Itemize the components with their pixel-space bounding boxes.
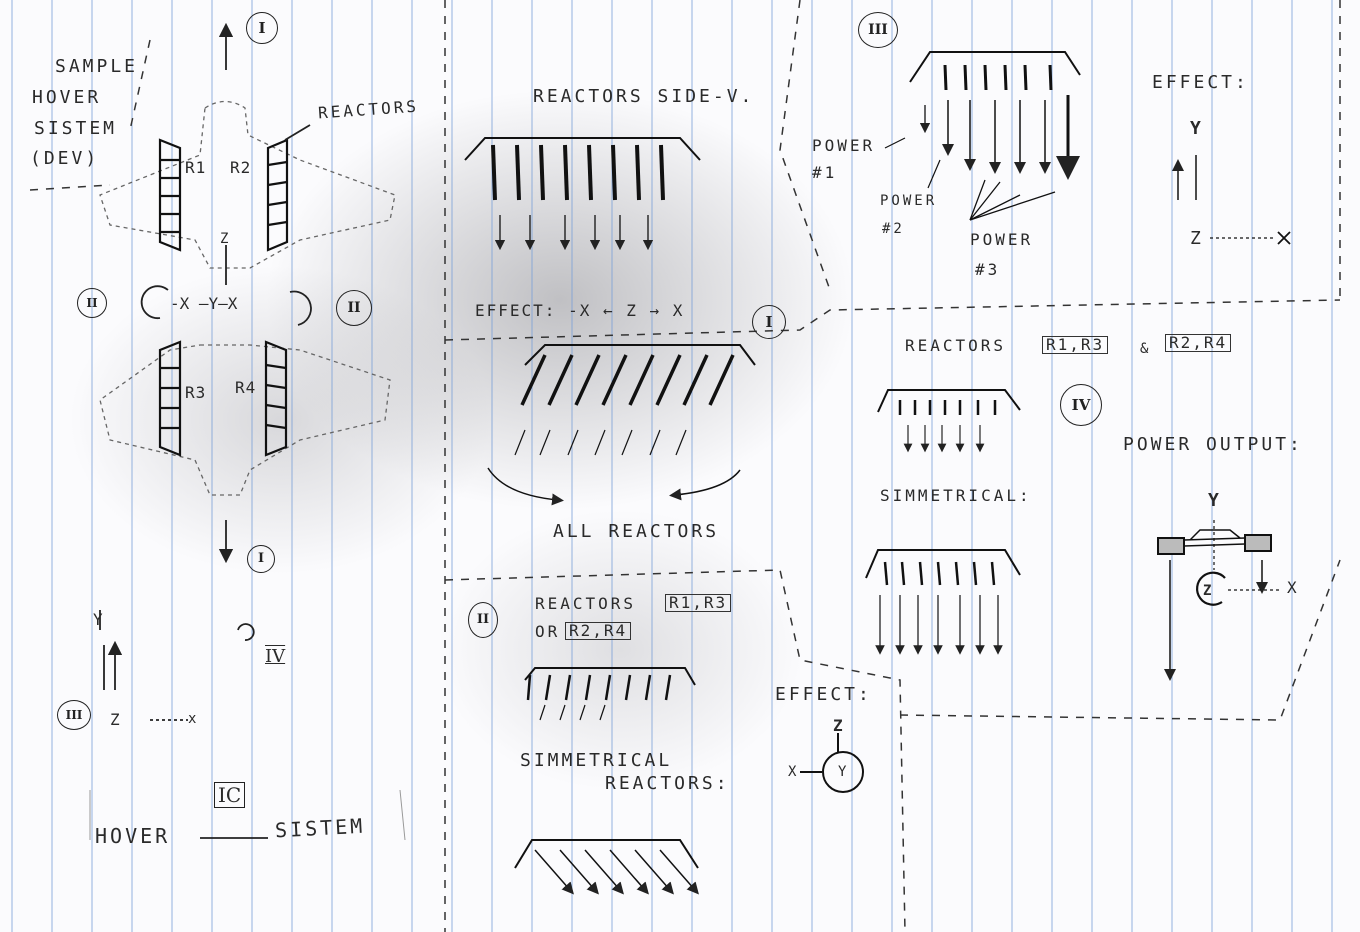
panel1-arrows — [90, 30, 405, 840]
reactor-r4 — [266, 342, 286, 455]
marker-iv-small: IV — [265, 648, 285, 666]
marker-iv-panel4: IV — [1060, 384, 1102, 426]
panel1-axis-row: -X —Y—X — [170, 296, 237, 312]
marker-ii-panel2: II — [468, 602, 498, 638]
group-r1-r3-p2: R1,R3 — [665, 594, 731, 612]
small-axis-z: Z — [110, 712, 123, 728]
reactor-r3 — [160, 342, 180, 455]
effect2-rotation — [800, 733, 863, 792]
reactor-r1-label: R1 — [185, 160, 206, 176]
footer-hover: HOVER — [95, 826, 170, 846]
panel1-axis-z: Z — [220, 232, 231, 246]
panel1-title-line3: SISTEM — [34, 120, 117, 138]
simmetrical-p4: SIMMETRICAL: — [880, 488, 1032, 504]
panel1-title-line4: (DEV) — [30, 150, 99, 168]
side-view-tilted — [488, 345, 755, 500]
panel1-title-line2: HOVER — [32, 89, 101, 107]
marker-i-bottom: I — [247, 545, 275, 573]
marker-i-top: I — [246, 12, 278, 44]
effect2-axis-x: X — [788, 765, 799, 779]
power-output-axis-y: Y — [1208, 492, 1222, 510]
simmetrical-line1: SIMMETRICAL — [520, 752, 672, 770]
group-r1-r3-p4: R1,R3 — [1042, 336, 1108, 354]
marker-iii-small: III — [57, 700, 91, 730]
group-r2-r4-p4: R2,R4 — [1165, 334, 1231, 352]
side-view-half — [525, 668, 695, 720]
small-axis-y: Y — [93, 612, 106, 628]
power1-label: POWER — [812, 138, 875, 154]
power-output-label: POWER OUTPUT: — [1123, 436, 1303, 454]
reactor-r4-label: R4 — [235, 380, 256, 396]
effect2-axis-z: Z — [833, 718, 846, 734]
effect2-label: EFFECT: — [775, 686, 872, 704]
reactor-r1 — [160, 140, 180, 250]
reactor-r3-label: R3 — [185, 385, 206, 401]
simmetrical-line2: REACTORS: — [605, 775, 730, 793]
marker-ii-left: II — [77, 288, 107, 318]
power2-number: #2 — [882, 222, 905, 236]
or-prefix: OR — [535, 624, 560, 640]
side-view-bottom — [515, 840, 698, 890]
power3-label: POWER — [970, 232, 1033, 248]
reactor-r2 — [268, 140, 287, 250]
effect3-label: EFFECT: — [1152, 74, 1249, 92]
power1-number: #1 — [812, 165, 837, 181]
panel1-title-line1: SAMPLE — [55, 58, 138, 76]
marker-i-panel2: I — [752, 305, 786, 339]
reactors-prefix-p2: REACTORS — [535, 596, 636, 612]
effect2-axis-y: Y — [838, 765, 849, 779]
small-axis-x: x — [188, 712, 199, 726]
reactors-prefix-p4: REACTORS — [905, 338, 1006, 354]
effect-line: EFFECT: -X ← Z → X — [475, 303, 684, 319]
power3-number: #3 — [975, 262, 1000, 278]
all-reactors-label: ALL REACTORS — [553, 523, 719, 541]
reactor-r2-label: R2 — [230, 160, 251, 176]
marker-iii-panel3: III — [858, 12, 898, 48]
power2-label: POWER — [880, 194, 937, 208]
footer-sistem: SISTEM — [275, 816, 366, 841]
hover-system-logo: IC — [214, 782, 245, 808]
power-output-axis-z: Z — [1203, 584, 1214, 598]
ampersand: & — [1140, 342, 1148, 356]
group-r2-r4-p2: R2,R4 — [565, 622, 631, 640]
panel4-drawings — [866, 390, 1280, 675]
marker-ii-right: II — [336, 290, 372, 326]
power-output-axis-x: X — [1287, 580, 1300, 596]
effect3-axis-y: Y — [1190, 120, 1204, 138]
side-view-top — [465, 138, 700, 245]
effect3-axis-z: Z — [1190, 230, 1204, 248]
side-view-title: REACTORS SIDE-V. — [533, 88, 754, 106]
